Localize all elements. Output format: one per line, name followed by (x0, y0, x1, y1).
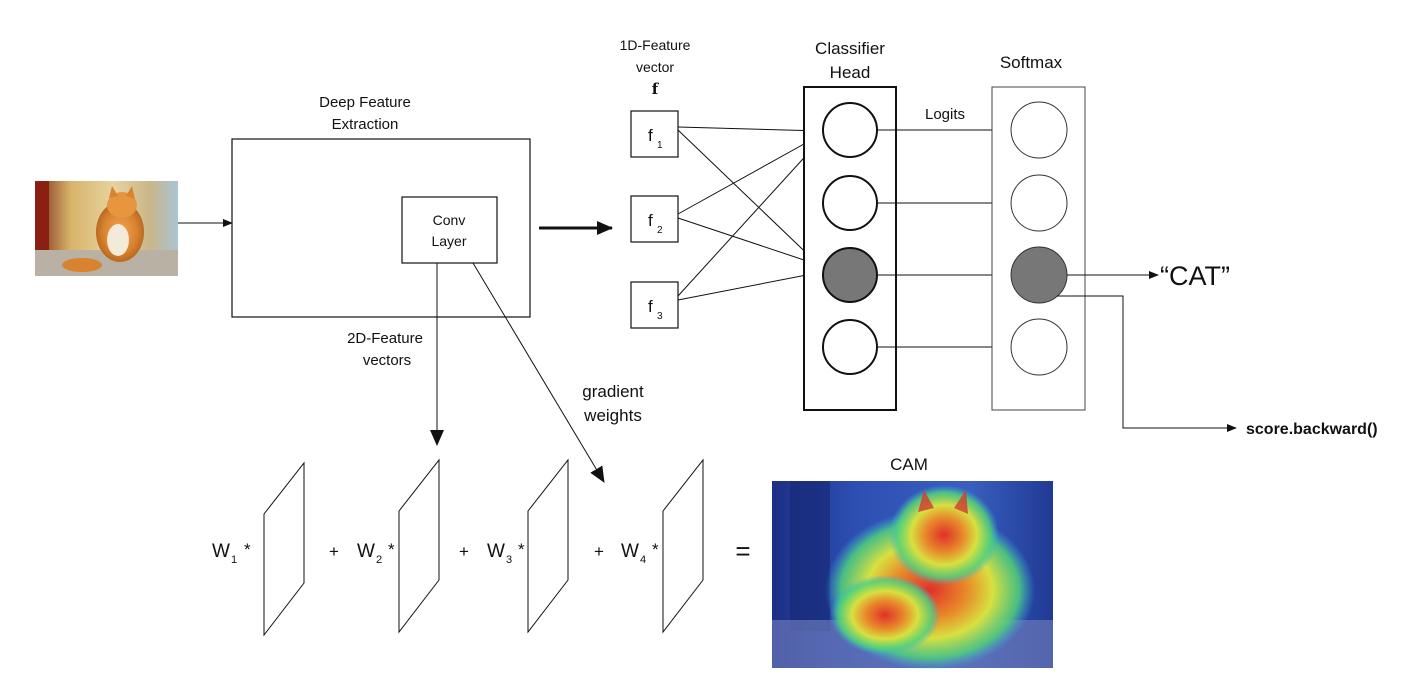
weight-sub: 4 (640, 554, 646, 566)
softmax-node-3-active (1010, 246, 1068, 304)
feature-item-f1: f 1 (630, 110, 679, 158)
plus-sign: + (459, 542, 469, 561)
softmax-node-4 (1010, 318, 1068, 376)
conv-layer-box (401, 196, 498, 264)
plus-sign: + (594, 542, 604, 561)
weighted-term-3: W 3 * (487, 458, 569, 634)
input-cat-image (35, 181, 178, 276)
weight-sub: 1 (231, 554, 237, 566)
gradient-weights-arrow (472, 262, 605, 483)
weight-op: * (518, 540, 525, 559)
logits-label: Logits (925, 106, 965, 123)
weight-base: W (487, 541, 505, 562)
weight-sub: 2 (376, 554, 382, 566)
feature-vector-title-line2: vector (636, 59, 674, 75)
weight-sub: 3 (506, 554, 512, 566)
classifier-node-4 (822, 319, 878, 375)
feature-map-sheet (263, 461, 305, 637)
weight-base: W (357, 541, 375, 562)
softmax-node-1 (1010, 101, 1068, 159)
feature-item-f3: f 3 (630, 281, 679, 329)
feature-map-sheet (662, 458, 704, 634)
classifier-title-line1: Classifier (815, 39, 885, 58)
feature-vector-title-line1: 1D-Feature (620, 37, 691, 53)
weight-op: * (244, 540, 251, 559)
classifier-node-1 (822, 102, 878, 158)
feature-map-sheet (527, 458, 569, 634)
feature-item-f2: f 2 (630, 195, 679, 243)
feature-item-base: f (648, 126, 653, 145)
softmax-title: Softmax (1000, 53, 1063, 72)
backward-arrow (1057, 295, 1237, 432)
feature-item-base: f (648, 211, 653, 230)
logit-arrows (877, 126, 1012, 351)
weight-op: * (652, 540, 659, 559)
weight-op: * (388, 540, 395, 559)
weighted-term-2: W 2 * (357, 458, 440, 634)
softmax-node-2 (1010, 174, 1068, 232)
feature-maps-label-line1: 2D-Feature (347, 330, 423, 347)
extraction-title-line1: Deep Feature (319, 94, 411, 111)
cam-title: CAM (890, 455, 928, 474)
classifier-node-3-active (822, 247, 878, 303)
gradient-weights-label-line2: weights (583, 406, 642, 425)
weight-base: W (212, 541, 230, 562)
feature-item-sub: 1 (657, 140, 663, 151)
feature-connections (677, 126, 823, 301)
weight-base: W (621, 541, 639, 562)
feature-item-base: f (648, 297, 653, 316)
extraction-title-line2: Extraction (332, 116, 399, 133)
classifier-title-line2: Head (830, 63, 871, 82)
conv-layer-label-line1: Conv (433, 212, 466, 228)
cam-heatmap-image (772, 481, 1053, 670)
feature-map-sheet (398, 458, 440, 634)
feature-vector-symbol: f (652, 80, 660, 98)
plus-sign: + (329, 542, 339, 561)
feature-item-sub: 2 (657, 225, 663, 236)
equals-sign: = (735, 536, 750, 566)
weighted-term-4: W 4 * (621, 458, 704, 634)
output-label: “CAT” (1160, 261, 1230, 291)
feature-item-sub: 3 (657, 311, 663, 322)
classifier-node-2 (822, 175, 878, 231)
feature-maps-label-line2: vectors (363, 352, 411, 369)
gradient-weights-label-line1: gradient (582, 382, 644, 401)
conv-layer-label-line2: Layer (431, 233, 466, 249)
backward-label: score.backward() (1246, 421, 1378, 438)
weighted-term-1: W 1 * (212, 461, 305, 637)
